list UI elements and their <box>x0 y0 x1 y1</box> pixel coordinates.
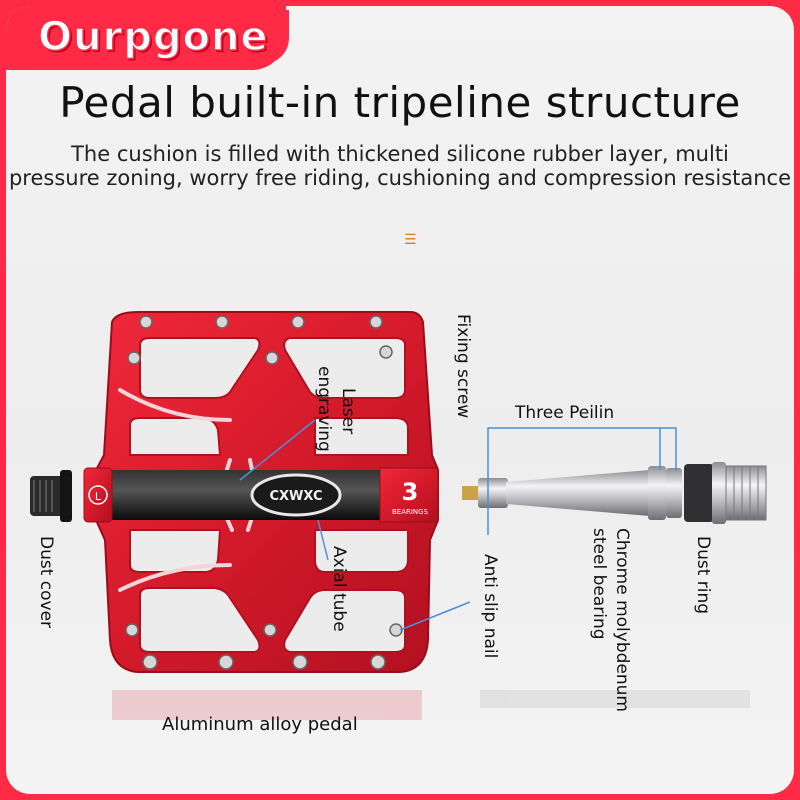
label-chrome-bearing-2: steel bearing <box>589 528 609 640</box>
label-laser-engraving-1: Laser <box>338 388 358 435</box>
label-dust-ring: Dust ring <box>693 536 713 615</box>
subtitle-line-1: The cushion is filled with thickened sil… <box>71 142 729 166</box>
label-axial-tube: Axial tube <box>329 546 349 632</box>
brand-logo: Ourpgone <box>28 10 289 64</box>
label-anti-slip-nail: Anti slip nail <box>480 554 500 659</box>
bearings-number: 3 <box>402 478 419 506</box>
background-panel: Ourpgone Pedal built-in tripeline struct… <box>6 6 794 794</box>
label-chrome-bearing-1: Chrome molybdenum <box>612 528 632 712</box>
page-title: Pedal built-in tripeline structure <box>59 78 741 127</box>
logo-text: CXWXC <box>269 489 322 504</box>
label-aluminum-pedal: Aluminum alloy pedal <box>162 714 358 735</box>
subtitle-line-2: pressure zoning, worry free riding, cush… <box>8 166 792 190</box>
label-dust-cover: Dust cover <box>36 536 56 629</box>
dust-cover <box>30 470 72 522</box>
label-laser-engraving-2: engraving <box>314 366 334 452</box>
label-three-peilin: Three Peilin <box>515 403 615 423</box>
pedal-diagram: CXWXC 3 BEARINGS L <box>30 311 767 720</box>
spindle <box>462 462 767 524</box>
axial-tube <box>108 470 390 520</box>
cxwxc-logo <box>250 473 342 517</box>
menu-icon: ☰ <box>404 232 417 248</box>
label-fixing-screw: Fixing screw <box>453 314 473 419</box>
side-letter: L <box>95 490 102 503</box>
anti-slip-pins <box>125 315 403 670</box>
bearings-text: BEARINGS <box>392 508 429 516</box>
